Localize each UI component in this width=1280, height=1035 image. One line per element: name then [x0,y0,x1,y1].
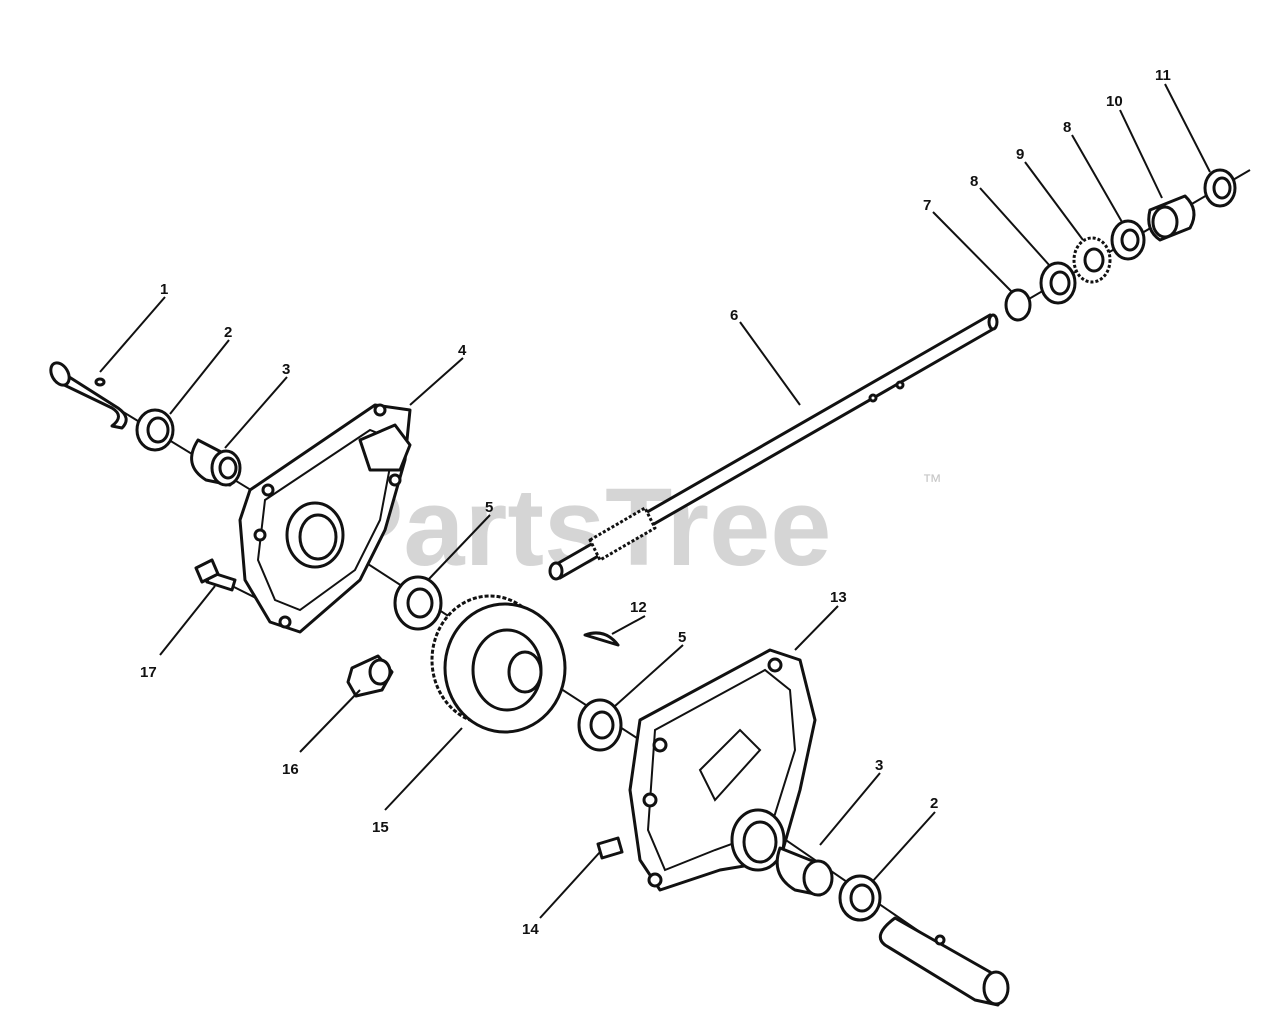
part-11-ring [1203,168,1237,208]
callout-9: 9 [1016,146,1024,163]
part-12-key [583,631,620,647]
callout-12: 12 [630,599,647,616]
part-2-flange-bearing-right [838,874,882,922]
callout-8: 8 [970,173,978,190]
part-5-thrust-washer-lower [577,698,623,752]
part-7-retaining-ring [1004,288,1032,322]
leader-lines [99,83,1211,919]
callout-1: 1 [160,281,168,298]
part-10-bearing [1147,194,1196,242]
callout-5b: 5 [678,629,686,646]
part-6-worm-shaft [548,313,999,581]
callout-3: 3 [282,361,290,378]
watermark-text: PartsTree [330,466,831,589]
callout-10: 10 [1106,93,1123,110]
callout-5: 5 [485,499,493,516]
callout-7: 7 [923,197,931,214]
part-16-spacer [346,654,394,698]
callout-8b: 8 [1063,119,1071,136]
watermark-trademark: ™ [922,471,942,493]
part-8-washer-a [1039,261,1077,305]
part-13-housing-half-right [628,648,817,892]
part-1-pin [49,361,128,430]
part-15-helical-gear [430,594,567,734]
callout-labels: 1 2 3 4 5 6 7 8 9 8 10 11 12 5 13 17 16 … [140,67,1171,938]
part-17-bolt [194,558,237,592]
part-3-bushing-left [190,438,242,487]
part-3-bushing-right [775,846,834,897]
part-1-pin-lower [878,916,1010,1007]
callout-2b: 2 [930,795,938,812]
callout-13: 13 [830,589,847,606]
part-2-flange-bearing-left [135,408,175,452]
callout-16: 16 [282,761,299,778]
callout-17: 17 [140,664,157,681]
part-9-thrust-bearing [1072,236,1112,284]
part-8-washer-b [1110,219,1146,261]
part-4-housing-half-left [238,403,412,634]
part-14-set-screw [596,836,624,860]
callout-11: 11 [1155,67,1171,84]
callout-3b: 3 [875,757,883,774]
callout-2: 2 [224,324,232,341]
callout-14: 14 [522,921,539,938]
callout-15: 15 [372,819,389,836]
callout-4: 4 [458,342,467,359]
part-5-thrust-washer-upper [393,575,443,631]
callout-6: 6 [730,307,738,324]
